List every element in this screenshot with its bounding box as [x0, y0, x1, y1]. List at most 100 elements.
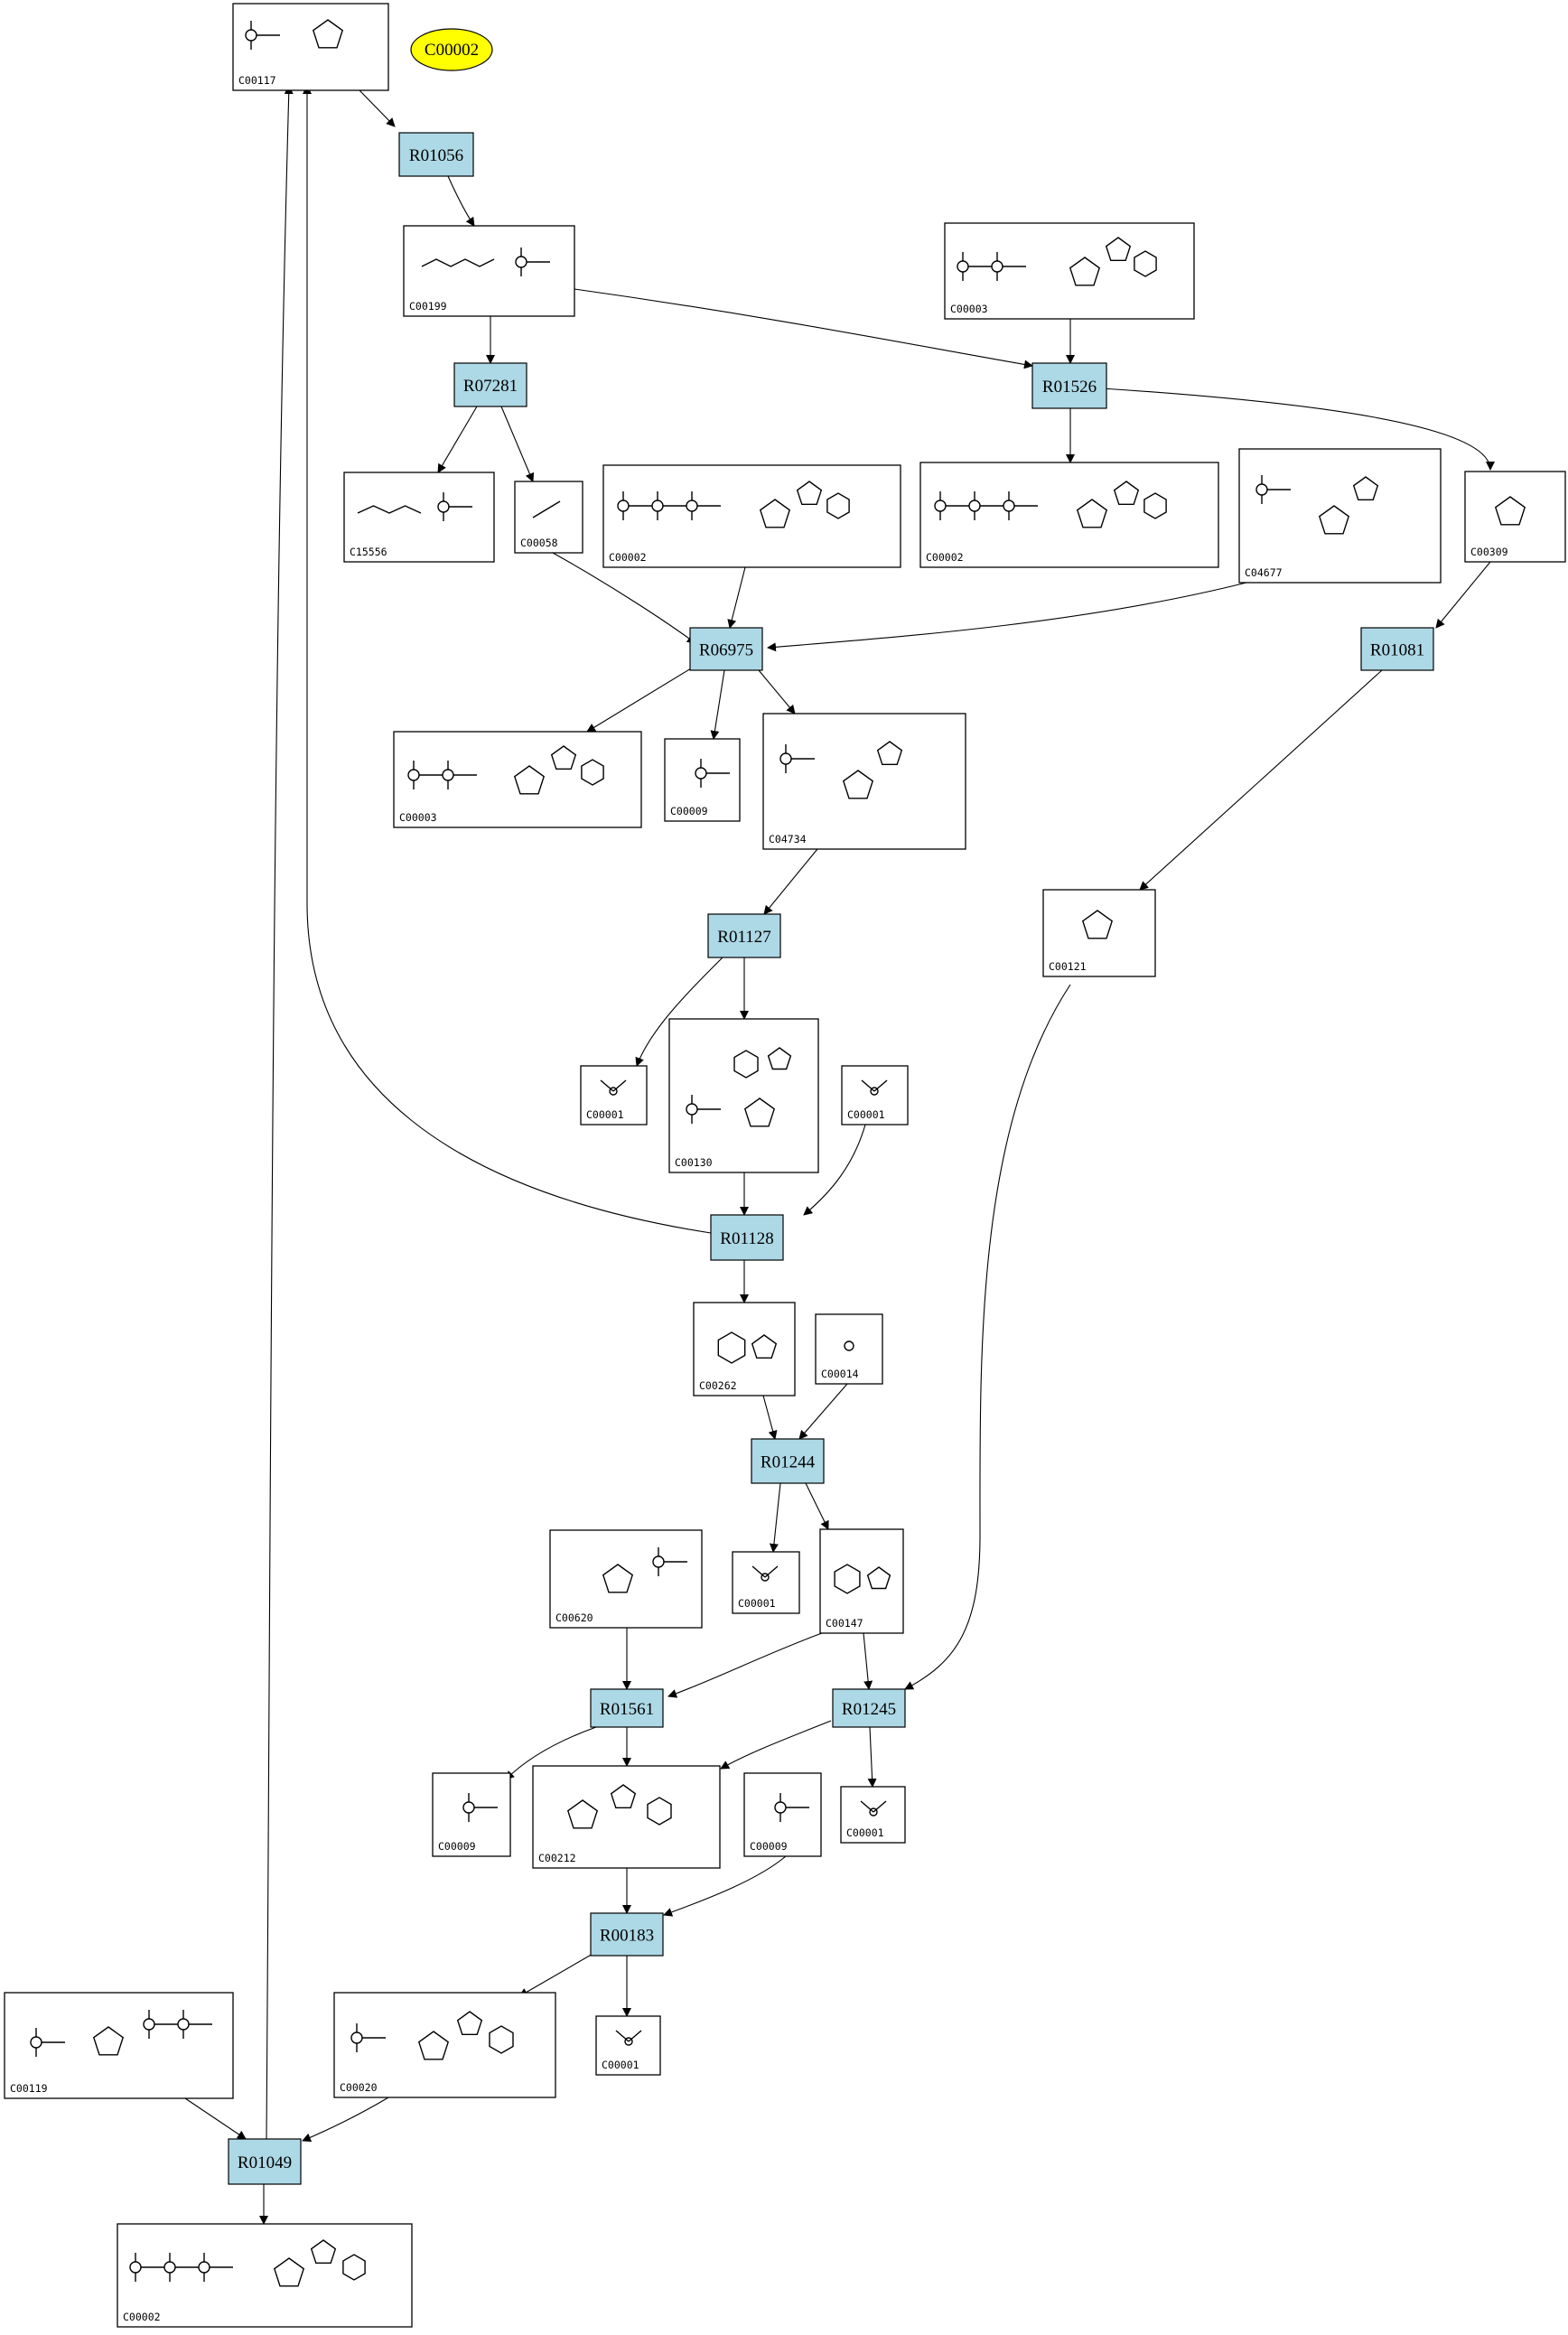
water-molecule-icon [861, 1079, 888, 1096]
compound-c00001[interactable]: C00001 [841, 1065, 909, 1125]
phosphate-group-icon [774, 1793, 809, 1822]
reaction-box [707, 913, 781, 958]
compound-c00121[interactable]: C00121 [1042, 889, 1156, 977]
compound-c00212[interactable]: C00212 [532, 1765, 721, 1869]
reaction-r01049[interactable]: R01049 [228, 2138, 302, 2185]
reaction-label: R01561 [600, 1700, 654, 1719]
aromatic-ring-icon [489, 2025, 514, 2054]
phosphate-group-icon [934, 491, 1038, 520]
compound-label: C00001 [738, 1597, 776, 1610]
compound-box [815, 1313, 883, 1385]
compound-c00309[interactable]: C00309 [1464, 471, 1566, 563]
reaction-r00183[interactable]: R00183 [590, 1912, 664, 1957]
reaction-r01081[interactable]: R01081 [1360, 627, 1434, 671]
compound-label: C00620 [555, 1611, 593, 1624]
highlight-ellipse [410, 28, 493, 71]
compound-box [944, 222, 1195, 320]
compound-c04677[interactable]: C04677 [1238, 448, 1442, 584]
compound-box [668, 1018, 819, 1173]
compound-c00002[interactable]: C00002 [602, 464, 901, 568]
reaction-label: R01526 [1042, 378, 1097, 397]
water-molecule-icon [600, 1079, 627, 1096]
compound-label: C00002 [609, 551, 647, 564]
compound-c00058[interactable]: C00058 [514, 481, 583, 554]
compound-c00620[interactable]: C00620 [549, 1529, 703, 1629]
compound-c00014[interactable]: C00014 [815, 1313, 883, 1385]
compound-label: C00001 [602, 2059, 639, 2071]
edge-c00001-r01128 [803, 1124, 866, 1216]
compound-c00003[interactable]: C00003 [393, 731, 642, 828]
edge-c00009-r00183 [663, 1855, 787, 1917]
reaction-r01056[interactable]: R01056 [398, 132, 474, 177]
reaction-label: R01081 [1370, 641, 1424, 660]
phosphate-group-icon [652, 1547, 687, 1576]
reaction-r01127[interactable]: R01127 [707, 913, 781, 958]
compound-c00117[interactable]: C00117 [232, 3, 389, 91]
compound-c00009[interactable]: C00009 [664, 738, 741, 822]
reaction-box [689, 627, 763, 671]
edge-c00147-r01245 [863, 1632, 873, 1690]
compound-c04734[interactable]: C04734 [762, 713, 966, 850]
sugar-ring-icon [1318, 505, 1350, 535]
compound-label: C00014 [821, 1368, 859, 1380]
edge-r01245-c00212 [720, 1720, 832, 1770]
edge-c00147-r01561 [667, 1632, 823, 1698]
reaction-r07281[interactable]: R07281 [453, 362, 527, 407]
compound-c00001[interactable]: C00001 [840, 1786, 906, 1844]
compound-c00009[interactable]: C00009 [432, 1772, 511, 1857]
reaction-r01561[interactable]: R01561 [590, 1688, 664, 1728]
compound-c00199[interactable]: C00199 [403, 225, 575, 317]
reaction-r01244[interactable]: R01244 [751, 1438, 825, 1484]
compound-c00002[interactable]: C00002 [117, 2223, 413, 2328]
edge-r06975-c00003 [586, 668, 692, 733]
edge-r01056-c00199 [447, 175, 475, 227]
highlight-node[interactable]: C00002 [410, 28, 493, 71]
aromatic-ring-icon [733, 1050, 759, 1079]
edge-r01561-c00009 [505, 1726, 597, 1780]
edge-r01081-c00121 [1139, 669, 1383, 891]
reaction-r06975[interactable]: R06975 [689, 627, 763, 671]
compound-c00003[interactable]: C00003 [944, 222, 1195, 320]
sugar-ring-icon [566, 1799, 599, 1829]
compound-c00002[interactable]: C00002 [919, 462, 1219, 568]
compound-c00130[interactable]: C00130 [668, 1018, 819, 1173]
reaction-r01245[interactable]: R01245 [832, 1688, 906, 1728]
compound-c00147[interactable]: C00147 [819, 1528, 904, 1634]
sugar-ring-icon [92, 2026, 125, 2056]
compound-label: C00003 [399, 811, 437, 824]
compound-label: C00001 [586, 1108, 624, 1121]
reaction-r01128[interactable]: R01128 [710, 1214, 784, 1261]
reaction-label: R01049 [238, 2153, 292, 2172]
sugar-ring-icon [1081, 910, 1114, 939]
reaction-box [590, 1688, 664, 1728]
compound-label: C00001 [846, 1826, 884, 1839]
compound-box [333, 1992, 556, 2098]
edge-c04734-r01127 [763, 848, 818, 915]
compound-c15556[interactable]: C15556 [343, 472, 495, 563]
compound-box [743, 1772, 822, 1857]
phosphate-group-icon [30, 2028, 65, 2057]
compound-c00119[interactable]: C00119 [4, 1992, 234, 2099]
compound-c00001[interactable]: C00001 [580, 1065, 648, 1125]
compound-c00020[interactable]: C00020 [333, 1992, 556, 2098]
compound-box [393, 731, 642, 828]
sugar-ring-icon [842, 770, 874, 799]
compound-label: C00009 [670, 805, 708, 817]
compound-c00001[interactable]: C00001 [732, 1551, 800, 1614]
sugar-ring-icon [1352, 476, 1379, 500]
edge-r06975-c04734 [758, 669, 796, 715]
compound-c00262[interactable]: C00262 [693, 1302, 796, 1396]
compound-box [117, 2223, 413, 2328]
reaction-r01526[interactable]: R01526 [1031, 362, 1107, 409]
sugar-ring-icon [1076, 499, 1108, 528]
edge-r01245-c00001 [867, 1726, 877, 1788]
compound-label: C00147 [826, 1617, 863, 1630]
compound-label: C00009 [438, 1840, 476, 1853]
aromatic-ring-icon [834, 1564, 861, 1594]
compound-box [819, 1528, 904, 1634]
compound-c00009[interactable]: C00009 [743, 1772, 822, 1857]
aromatic-ring-icon [581, 759, 604, 786]
sugar-ring-icon [550, 745, 577, 770]
compound-c00001[interactable]: C00001 [595, 2015, 661, 2076]
